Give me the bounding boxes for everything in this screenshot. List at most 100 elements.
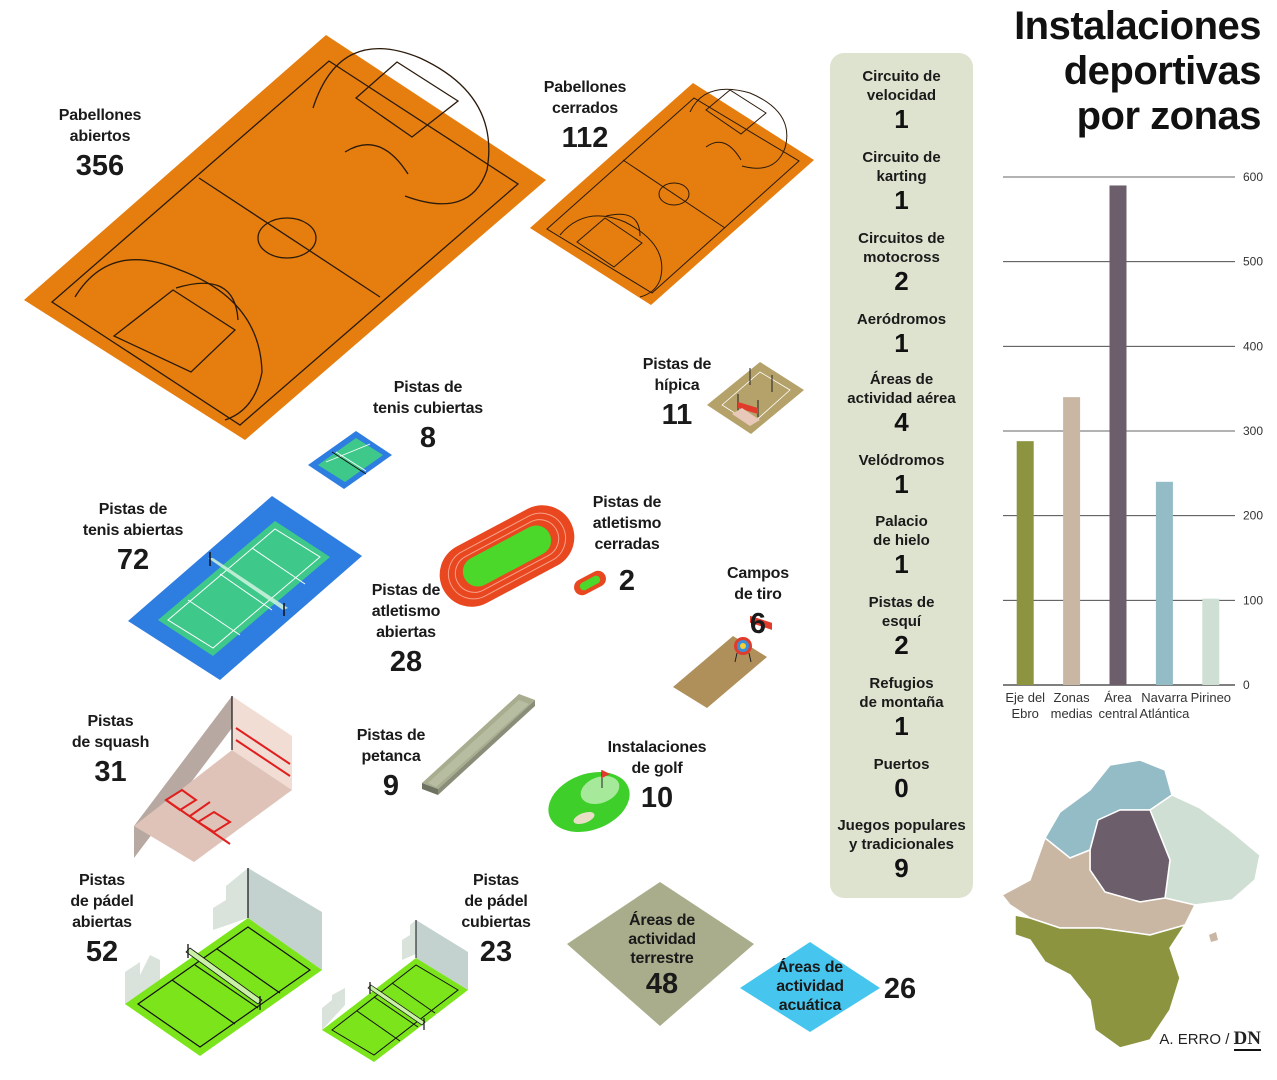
label-value: 10: [640, 782, 674, 814]
label-hipica: Pistas de hípica 11: [632, 354, 722, 432]
y-tick-label: 0: [1243, 678, 1250, 692]
y-tick-label: 400: [1243, 339, 1263, 353]
bar: [1016, 441, 1034, 685]
bar: [1202, 598, 1220, 685]
label-value: 356: [75, 150, 125, 182]
y-tick-label: 100: [1243, 593, 1263, 607]
label-text: Pabellones abiertos: [58, 107, 142, 145]
x-tick-label: medias: [1051, 706, 1093, 721]
panel-item-value: 1: [894, 549, 909, 579]
label-text: Pabellones cerrados: [543, 79, 627, 117]
label-text: Áreas de actividad acuática: [776, 959, 844, 1014]
panel-item-value: 1: [894, 185, 909, 215]
y-tick-label: 200: [1243, 509, 1263, 523]
panel-item-label: Áreas de actividad aérea: [847, 371, 956, 407]
label-text: Pistas de atletismo abiertas: [371, 582, 441, 641]
panel-item-value: 2: [894, 266, 909, 296]
label-value: 8: [419, 422, 437, 454]
label-padel-cubiertas: Pistas de pádel cubiertas 23: [446, 870, 546, 969]
label-text: Pistas de atletismo cerradas: [592, 494, 662, 553]
panel-item-value: 1: [894, 711, 909, 741]
label-value: 11: [661, 399, 693, 431]
other-facilities-panel: [830, 53, 973, 898]
panel-item-label: Aeródromos: [856, 311, 947, 328]
panel-item-label: Velódromos: [858, 452, 945, 469]
label-text: Pistas de tenis cubiertas: [373, 379, 483, 417]
value-actividad-acuatica: 26: [883, 973, 917, 1005]
panel-item-label: Pistas de esquí: [868, 594, 935, 630]
x-tick-label: central: [1098, 706, 1137, 721]
panel-item-label: Circuitos de motocross: [858, 230, 945, 266]
label-campos-tiro: Campos de tiro 6: [713, 563, 803, 641]
label-petanca: Pistas de petanca 9: [346, 725, 436, 803]
label-value: 31: [94, 756, 127, 788]
label-tenis-cubiertas: Pistas de tenis cubiertas 8: [363, 377, 493, 455]
y-tick-label: 300: [1243, 424, 1263, 438]
label-value: 52: [85, 936, 119, 968]
label-golf: Instalaciones de golf 10: [597, 737, 717, 815]
label-pabellones-cerrados: Pabellones cerrados 112: [525, 77, 645, 155]
panel-item-label: Puertos: [873, 756, 930, 773]
panel-item-value: 9: [894, 853, 909, 883]
panel-item-value: 0: [894, 773, 909, 803]
y-tick-label: 500: [1243, 255, 1263, 269]
label-value: 48: [645, 968, 679, 1000]
label-text: Pistas de pádel abiertas: [70, 872, 134, 931]
label-value: 23: [479, 936, 513, 968]
credit-author: A. ERRO /: [1159, 1031, 1230, 1048]
bar: [1109, 185, 1127, 685]
label-atletismo-cerradas: Pistas de atletismo cerradas: [582, 492, 672, 555]
bar: [1155, 481, 1173, 685]
label-text: Instalaciones de golf: [607, 739, 707, 777]
x-tick-label: Zonas: [1054, 690, 1091, 705]
panel-item-label: Juegos populares y tradicionales: [837, 817, 966, 853]
panel-item-label: Circuito de karting: [862, 149, 941, 185]
label-tenis-abiertas: Pistas de tenis abiertas 72: [68, 499, 198, 577]
label-value: 72: [116, 544, 150, 576]
bar: [1063, 397, 1081, 685]
panel-item-value: 4: [894, 407, 909, 437]
panel-item-value: 1: [894, 104, 909, 134]
x-tick-label: Pirineo: [1191, 690, 1231, 705]
credit: A. ERRO / DN: [1159, 1028, 1261, 1051]
label-pabellones-abiertos: Pabellones abiertos 356: [40, 105, 160, 183]
x-tick-label: Atlántica: [1139, 706, 1190, 721]
label-actividad-acuatica: Áreas de actividad acuática: [760, 958, 860, 1015]
panel-item-label: Refugios de montaña: [859, 675, 944, 711]
label-actividad-terrestre: Áreas de actividad terrestre 48: [610, 911, 714, 1000]
label-squash: Pistas de squash 31: [58, 711, 163, 789]
panel-item-label: Palacio de hielo: [873, 513, 930, 549]
map-enclave: [1209, 932, 1218, 942]
x-tick-label: Área: [1104, 690, 1132, 705]
label-text: Campos de tiro: [727, 565, 789, 603]
label-text: Pistas de hípica: [642, 356, 712, 394]
label-text: Pistas de petanca: [356, 727, 426, 765]
panel-item-value: 2: [894, 630, 909, 660]
label-text: Pistas de pádel cubiertas: [461, 872, 531, 931]
x-tick-label: Navarra: [1141, 690, 1188, 705]
panel-item-label: Circuito de velocidad: [862, 68, 941, 104]
panel-item-value: 1: [894, 328, 909, 358]
label-value: 6: [749, 608, 767, 640]
x-tick-label: Ebro: [1011, 706, 1038, 721]
